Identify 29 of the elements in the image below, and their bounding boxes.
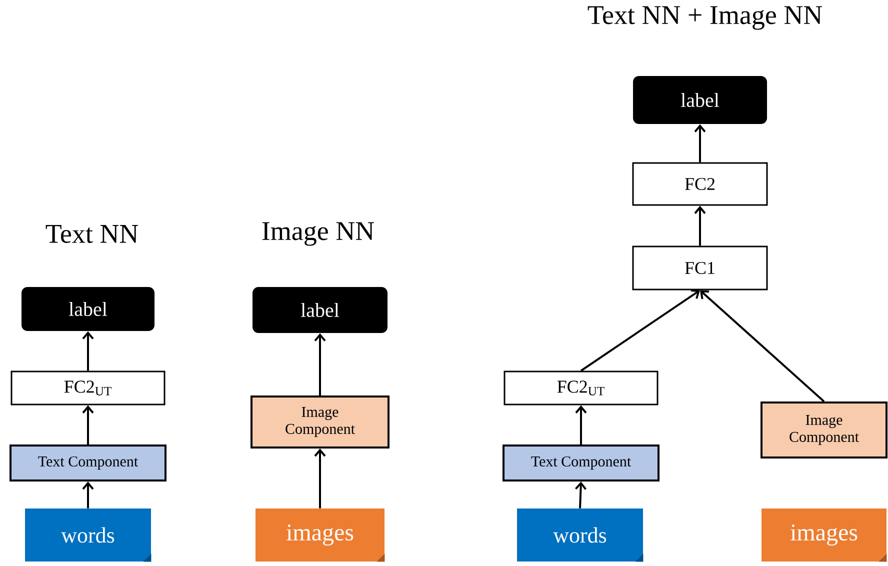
arrow bbox=[82, 482, 94, 508]
input-note-box: images bbox=[762, 508, 887, 562]
arrow bbox=[574, 482, 587, 508]
output-label-box: label bbox=[252, 287, 388, 333]
arrow bbox=[575, 405, 587, 444]
arrow bbox=[82, 405, 94, 444]
input-note-box: images bbox=[256, 508, 385, 562]
component-box: Image Component bbox=[250, 396, 390, 448]
layer-box: FC2$_{UT}$ bbox=[504, 370, 658, 406]
layer-box: FC2$_{UT}$ bbox=[10, 370, 166, 406]
panel-title: Image NN bbox=[262, 222, 374, 246]
component-box: Image Component bbox=[760, 402, 888, 458]
panel-title: Text NN + Image NN bbox=[588, 6, 822, 30]
arrow bbox=[694, 206, 706, 246]
output-label-box: label bbox=[633, 76, 767, 124]
arrow bbox=[314, 448, 326, 508]
component-box: Text Component bbox=[502, 444, 660, 482]
layer-box: FC2 bbox=[632, 162, 768, 206]
arrow bbox=[82, 331, 94, 371]
arrow bbox=[314, 333, 326, 396]
arrow bbox=[694, 124, 706, 162]
input-note-box: words bbox=[517, 508, 644, 562]
layer-box: FC1 bbox=[632, 246, 768, 290]
arrow bbox=[580, 289, 700, 372]
panel-title: Text NN bbox=[46, 225, 138, 243]
component-box: Text Component bbox=[10, 444, 166, 482]
arrow bbox=[700, 290, 825, 402]
input-note-box: words bbox=[25, 508, 152, 562]
output-label-box: label bbox=[22, 287, 154, 331]
